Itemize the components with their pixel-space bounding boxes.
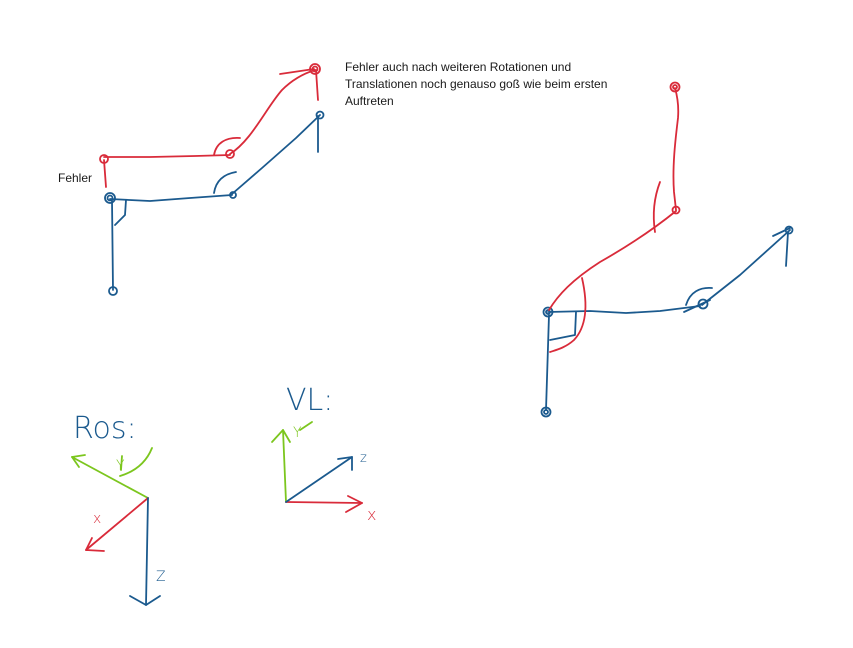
vl-z-label: z: [360, 451, 367, 466]
error-description-line-3: Auftreten: [345, 94, 394, 108]
ros-x-label: x: [93, 511, 101, 527]
right-arm-sketch: [540, 81, 794, 418]
vl-frame: VL: Y x z: [271, 383, 376, 524]
error-description-line-1: Fehler auch nach weiteren Rotationen und: [345, 60, 572, 74]
left-arm-sketch: [99, 63, 325, 296]
right-blue-chain: [540, 225, 794, 418]
ros-z-label: Z: [156, 569, 166, 585]
error-description-line-2: Translationen noch genauso goß wie beim …: [345, 77, 608, 91]
ros-z-axis: [145, 497, 149, 606]
left-blue-chain: [104, 110, 325, 296]
error-description: Fehler auch nach weiteren Rotationen und…: [345, 59, 607, 110]
ros-frame: Ros: Y x Z: [71, 411, 166, 606]
ros-x-axis: [85, 497, 149, 551]
vl-x-label: x: [367, 505, 376, 524]
right-red-chain: [548, 81, 681, 353]
fehler-label: Fehler: [58, 171, 93, 185]
vl-x-axis: [285, 501, 363, 504]
vl-y-label: Y: [293, 425, 302, 441]
vl-y-axis: [282, 429, 287, 503]
vl-frame-title: VL:: [286, 383, 333, 418]
ros-y-label: Y: [116, 458, 125, 474]
ros-frame-title: Ros:: [73, 411, 137, 446]
left-red-chain: [99, 63, 321, 188]
ros-y-axis: [71, 456, 149, 499]
vl-z-axis: [285, 456, 353, 503]
